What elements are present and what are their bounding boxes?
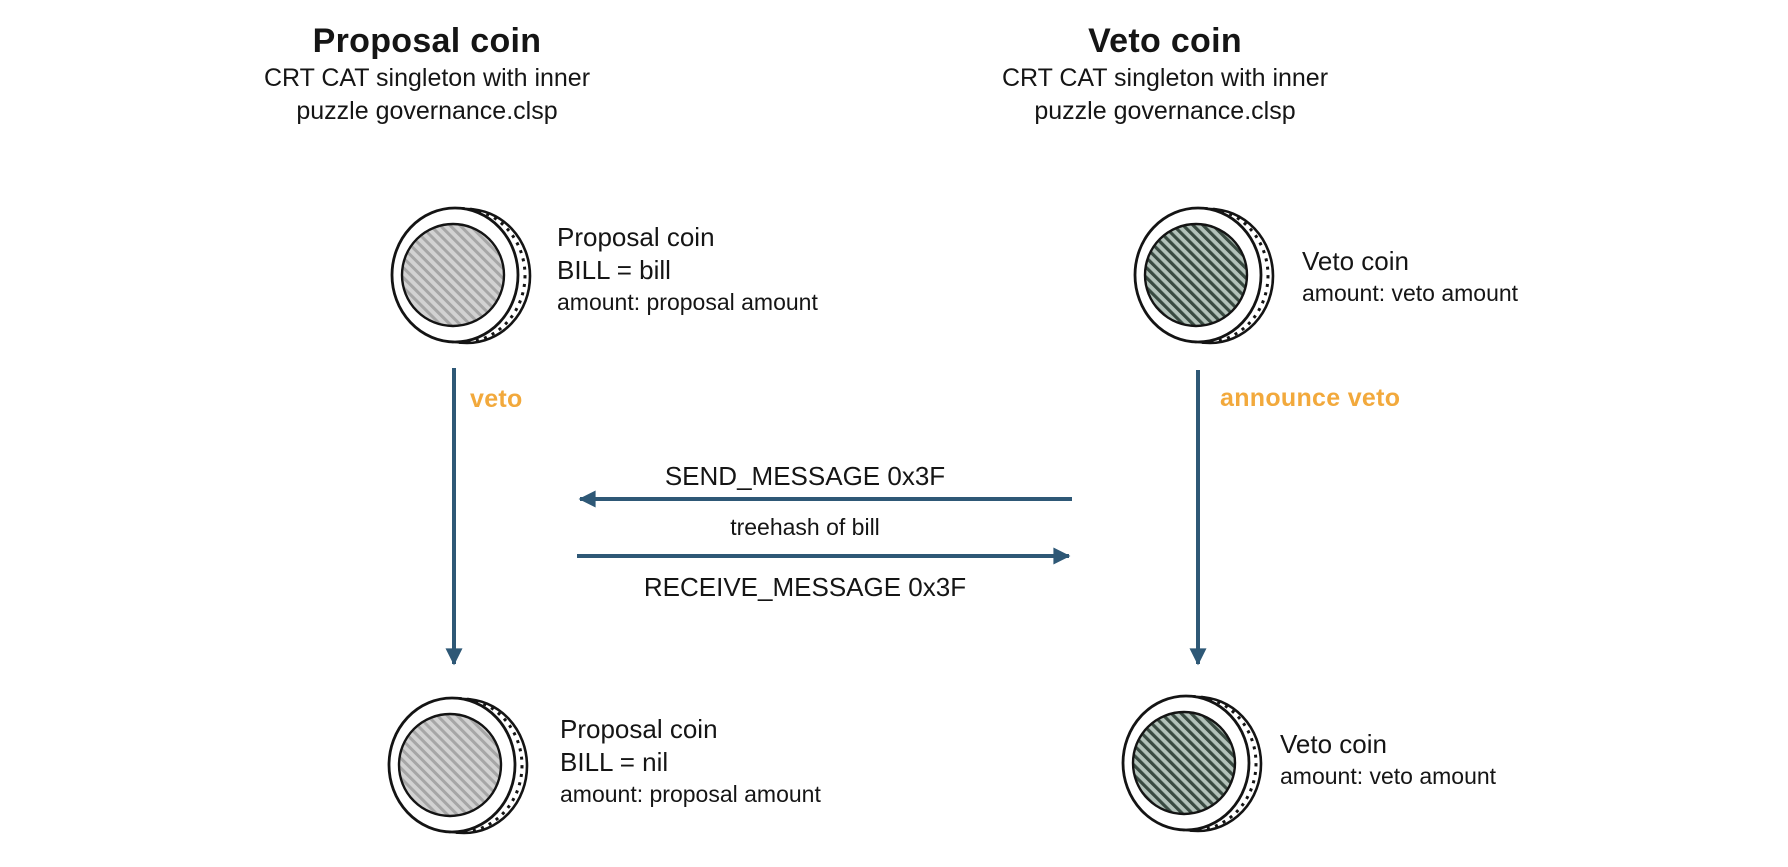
coin-detail: BILL = bill	[557, 255, 671, 285]
proposal-column-subtitle-line1: CRT CAT singleton with inner	[263, 64, 591, 92]
coin-name: Proposal coin	[557, 222, 715, 252]
proposal-column-header: Proposal coin CRT CAT singleton with inn…	[264, 20, 590, 128]
veto-column-title: Veto coin	[1088, 22, 1242, 60]
proposal-coin-bottom-label: Proposal coin BILL = nil amount: proposa…	[560, 713, 821, 810]
announce-veto-spend-label: announce veto	[1220, 384, 1401, 412]
coin-amount: amount: veto amount	[1302, 280, 1519, 306]
coin-name: Veto coin	[1302, 246, 1409, 276]
veto-coin-top-icon	[1133, 206, 1275, 345]
veto-coin-bottom-label: Veto coin amount: veto amount	[1280, 728, 1496, 792]
proposal-column-subtitle-line2: puzzle governance.clsp	[296, 97, 558, 125]
proposal-column-title: Proposal coin	[312, 22, 542, 60]
veto-coin-top-label: Veto coin amount: veto amount	[1302, 245, 1518, 309]
veto-column-subtitle-line2: puzzle governance.clsp	[1034, 97, 1296, 125]
message-content-label: treehash of bill	[730, 514, 880, 540]
send-message-label: SEND_MESSAGE 0x3F	[664, 461, 946, 491]
coin-detail: BILL = nil	[560, 747, 669, 777]
coin-amount: amount: proposal amount	[560, 781, 821, 807]
veto-column-header: Veto coin CRT CAT singleton with inner p…	[1002, 20, 1328, 128]
receive-message-label: RECEIVE_MESSAGE 0x3F	[643, 572, 967, 602]
coin-name: Proposal coin	[560, 714, 718, 744]
coin-amount: amount: proposal amount	[557, 289, 818, 315]
proposal-coin-bottom-icon	[387, 696, 529, 835]
coin-amount: amount: veto amount	[1280, 763, 1497, 789]
coin-name: Veto coin	[1280, 729, 1387, 759]
proposal-coin-top-label: Proposal coin BILL = bill amount: propos…	[557, 221, 818, 318]
proposal-coin-top-icon	[390, 206, 532, 345]
veto-column-subtitle-line1: CRT CAT singleton with inner	[1001, 64, 1329, 92]
veto-spend-label: veto	[470, 385, 523, 413]
veto-coin-bottom-icon	[1121, 694, 1263, 833]
